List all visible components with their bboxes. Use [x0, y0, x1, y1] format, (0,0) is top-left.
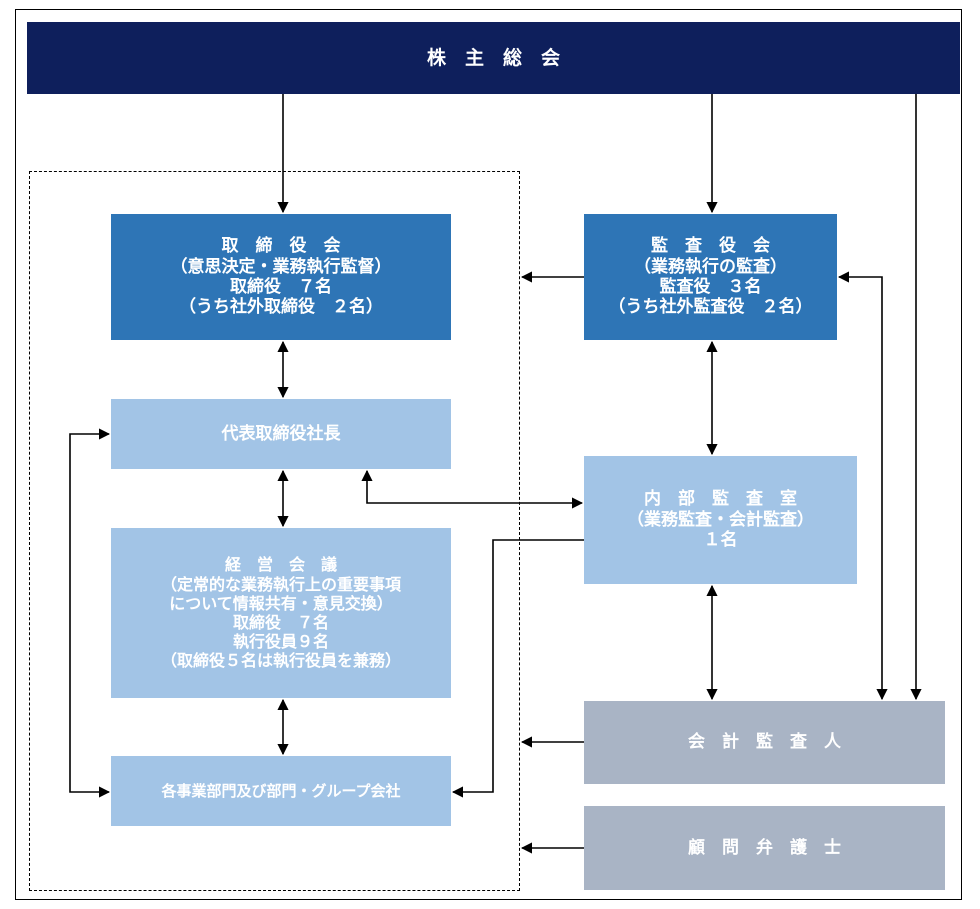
shareholders-meeting-label: 株 主 総 会 — [426, 46, 560, 69]
management-meeting-title: 経 営 会 議 — [224, 555, 337, 575]
legal-advisor-label: 顧 問 弁 護 士 — [688, 837, 841, 858]
arrow-internal-audit-to-business-units — [451, 539, 584, 798]
board-title: 取 締 役 会 — [221, 236, 341, 257]
management-meeting-line2: について情報共有・意見交換） — [169, 593, 393, 613]
internal-audit-title: 内 部 監 査 室 — [644, 489, 797, 510]
management-meeting-line3: 取締役 ７名 — [232, 613, 329, 632]
diagram-frame — [15, 9, 962, 900]
president-label: 代表取締役社長 — [221, 423, 341, 444]
management-meeting-line1: （定常的な業務執行上の重要事項 — [160, 574, 401, 594]
accounting-auditor-label: 会 計 監 査 人 — [688, 732, 841, 753]
internal-audit-count: １名 — [703, 530, 738, 551]
audit-board-count: 監査役 ３名 — [659, 277, 762, 297]
board-of-directors-box: 取 締 役 会 （意思決定・業務執行監督） 取締役 ７名 （うち社外取締役 ２名… — [111, 214, 451, 340]
board-count: 取締役 ７名 — [230, 277, 332, 297]
audit-board-title: 監 査 役 会 — [651, 236, 770, 257]
legal-advisor-box: 顧 問 弁 護 士 — [584, 806, 945, 890]
business-units-box: 各事業部門及び部門・グループ会社 — [111, 756, 451, 826]
arrow-president-internal-audit — [361, 469, 584, 509]
board-outside-count: （うち社外取締役 ２名） — [179, 297, 383, 318]
arrow-audit-board-accounting-auditor — [837, 271, 888, 701]
management-meeting-line4: 執行役員９名 — [232, 632, 329, 652]
audit-board-outside-count: （うち社外監査役 ２名） — [608, 297, 813, 318]
execution-group-boundary — [29, 171, 520, 891]
shareholders-meeting-box: 株 主 総 会 — [27, 22, 960, 94]
board-role: （意思決定・業務執行監督） — [170, 256, 392, 277]
management-meeting-line5: （取締役５名は執行役員を兼務） — [160, 651, 401, 671]
business-units-label: 各事業部門及び部門・グループ会社 — [161, 782, 401, 800]
management-meeting-box: 経 営 会 議 （定常的な業務執行上の重要事項 について情報共有・意見交換） 取… — [111, 528, 451, 698]
internal-audit-role: （業務監査・会計監査） — [627, 509, 814, 530]
arrow-president-business-units — [69, 428, 111, 798]
audit-board-role: （業務執行の監査） — [634, 256, 787, 277]
internal-audit-box: 内 部 監 査 室 （業務監査・会計監査） １名 — [584, 456, 857, 584]
president-box: 代表取締役社長 — [111, 399, 451, 469]
audit-board-box: 監 査 役 会 （業務執行の監査） 監査役 ３名 （うち社外監査役 ２名） — [584, 214, 837, 340]
accounting-auditor-box: 会 計 監 査 人 — [584, 701, 945, 784]
